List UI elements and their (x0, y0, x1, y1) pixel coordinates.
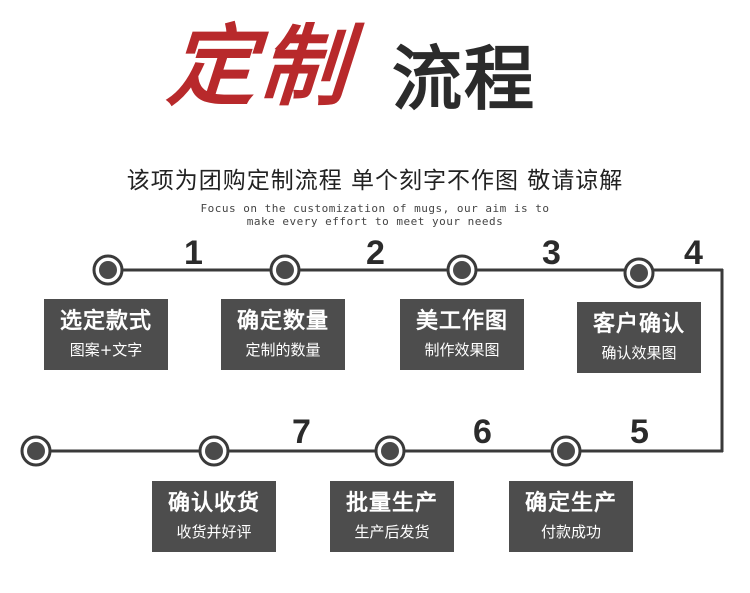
step-detail: 制作效果图 (424, 341, 500, 359)
title-red-text: 定制 (164, 14, 356, 118)
step-title: 美工作图 (415, 309, 508, 334)
node-step-4 (623, 257, 655, 289)
step-box-5: 确定生产 付款成功 (509, 481, 633, 552)
step-number-1: 1 (184, 234, 203, 272)
node-step-1 (92, 254, 124, 286)
step-box-7: 确认收货 收货并好评 (152, 481, 276, 552)
title-black-text: 流程 (392, 38, 536, 120)
step-box-4: 客户确认 确认效果图 (577, 302, 701, 373)
step-number-3: 3 (542, 234, 561, 272)
node-end (20, 435, 52, 467)
step-box-6: 批量生产 生产后发货 (330, 481, 454, 552)
step-title: 选定款式 (59, 309, 152, 334)
step-detail: 收货并好评 (176, 523, 252, 541)
node-step-7 (198, 435, 230, 467)
step-title: 确定数量 (236, 309, 329, 334)
step-number-4: 4 (684, 234, 703, 272)
step-detail: 生产后发货 (354, 523, 430, 541)
step-number-5: 5 (630, 413, 649, 451)
step-box-2: 确定数量 定制的数量 (221, 299, 345, 370)
step-box-1: 选定款式 图案+文字 (44, 299, 168, 370)
step-title: 批量生产 (345, 491, 438, 516)
step-title: 客户确认 (592, 312, 685, 337)
node-step-2 (269, 254, 301, 286)
step-detail: 定制的数量 (245, 341, 321, 359)
node-step-3 (446, 254, 478, 286)
node-step-6 (374, 435, 406, 467)
node-step-5 (550, 435, 582, 467)
step-detail: 付款成功 (540, 523, 601, 541)
step-detail: 图案+文字 (69, 341, 143, 359)
step-detail: 确认效果图 (601, 344, 677, 362)
step-title: 确认收货 (167, 491, 260, 516)
step-number-6: 6 (473, 413, 492, 451)
english-tagline-line-2: make every effort to meet your needs (246, 215, 504, 228)
step-number-7: 7 (292, 413, 311, 451)
step-box-3: 美工作图 制作效果图 (400, 299, 524, 370)
subtitle: 该项为团购定制流程 单个刻字不作图 敬请谅解 (126, 168, 624, 194)
english-tagline-line-1: Focus on the customization of mugs, our … (200, 202, 550, 215)
step-number-2: 2 (366, 234, 385, 272)
step-title: 确定生产 (524, 491, 617, 516)
